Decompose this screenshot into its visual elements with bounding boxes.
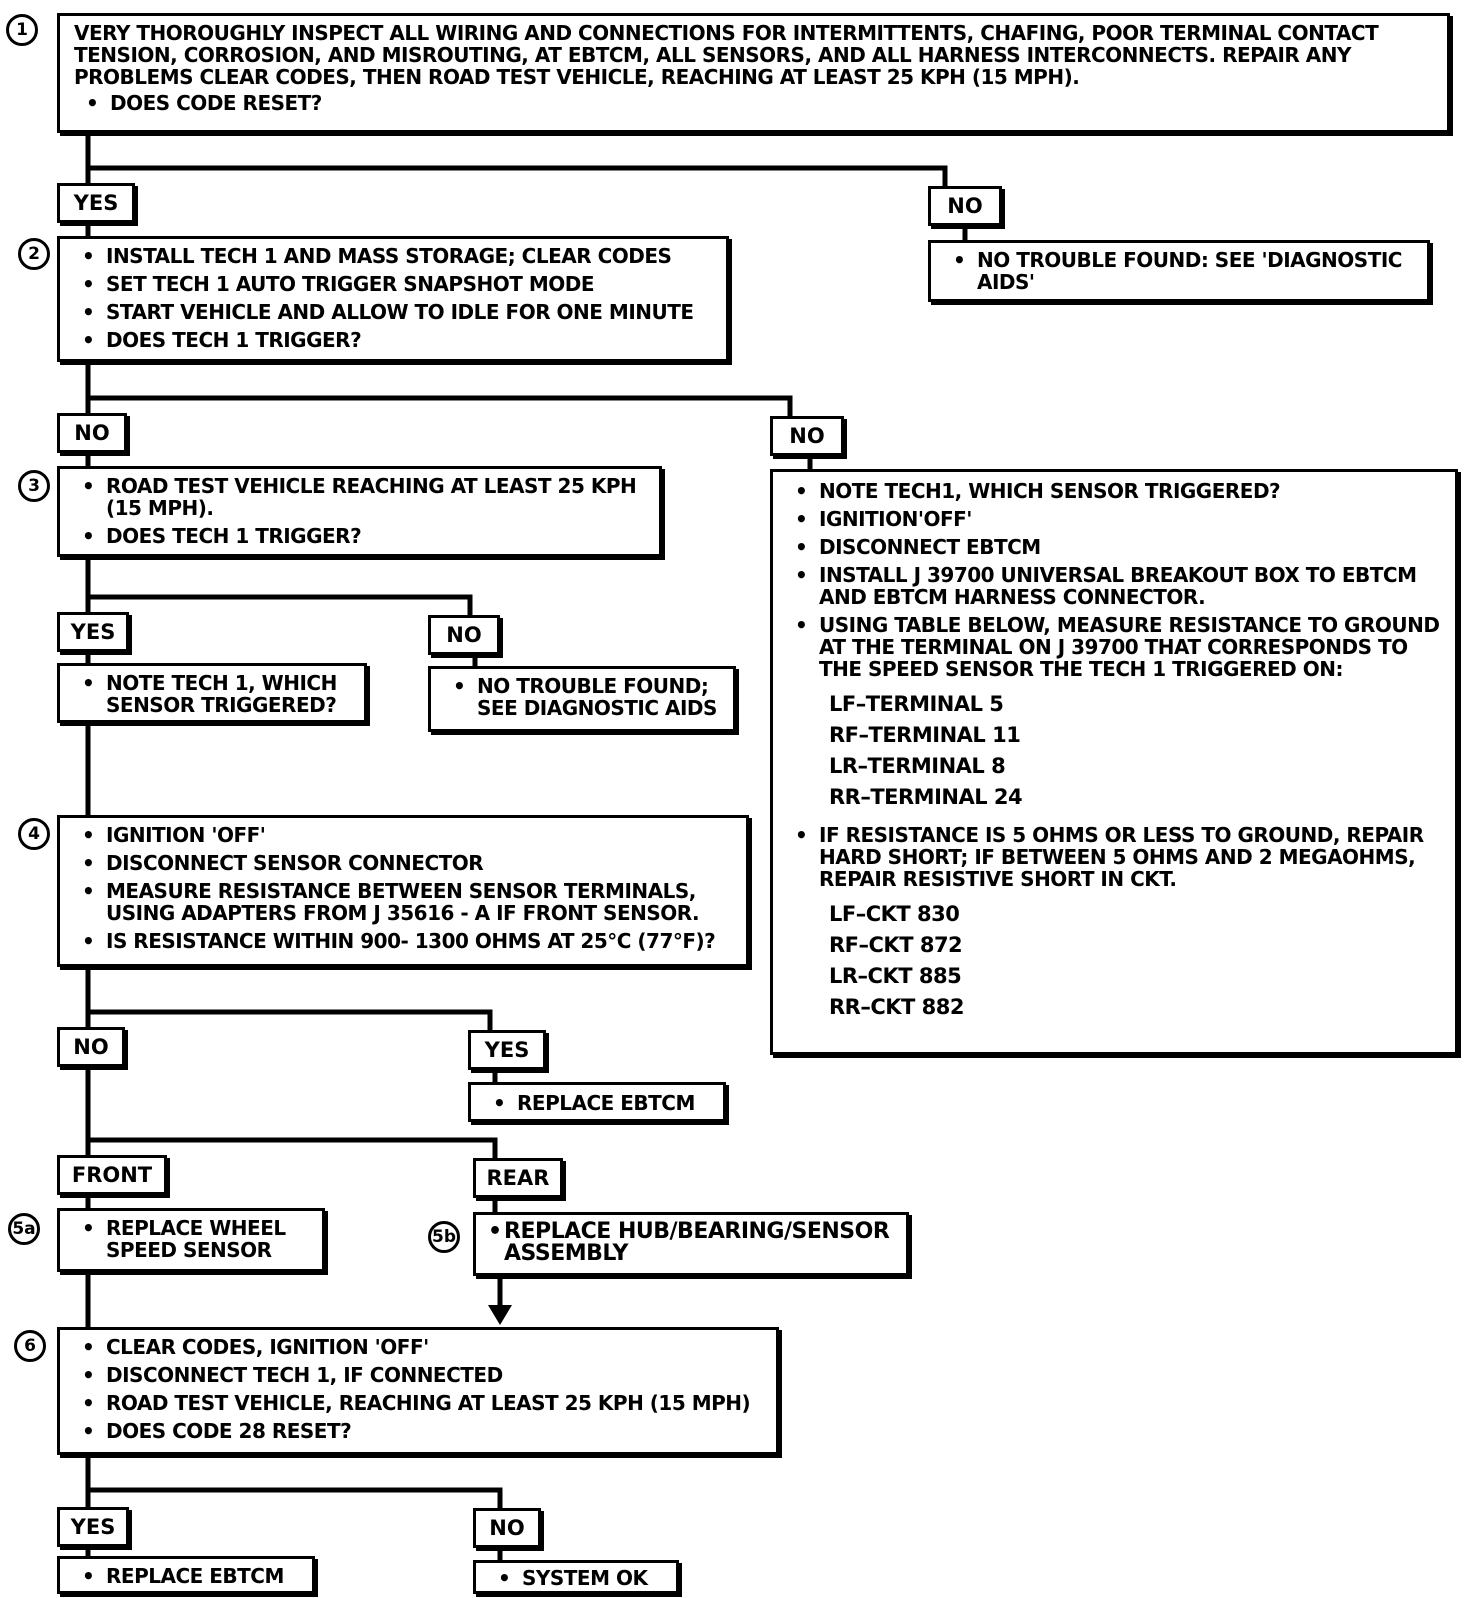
label-rear: REAR [473, 1158, 563, 1198]
label-s2-no-right: NO [770, 416, 844, 456]
label-s1-yes: YES [57, 183, 135, 223]
step-2-item: SET TECH 1 AUTO TRIGGER SNAPSHOT MODE [70, 273, 716, 295]
arrow-head [488, 1305, 512, 1325]
step-number-5a: 5a [8, 1213, 40, 1245]
step-5a-text: REPLACE WHEEL SPEED SENSOR [70, 1217, 312, 1261]
step-4-item: MEASURE RESISTANCE BETWEEN SENSOR TERMIN… [70, 880, 736, 924]
result-system-ok-text: SYSTEM OK [486, 1567, 666, 1589]
circuit-entry: RF–CKT 872 [829, 933, 963, 957]
circuit-entry: LR–CKT 885 [829, 964, 962, 988]
label-s6-no: NO [473, 1508, 541, 1548]
step-number-1: 1 [6, 14, 38, 46]
step-4-item: IGNITION 'OFF' [70, 824, 736, 846]
bigbox-item: DISCONNECT EBTCM [783, 536, 1445, 558]
step-number-3: 3 [18, 470, 50, 502]
label-s4-no: NO [57, 1027, 125, 1067]
bigbox-short-item: IF RESISTANCE IS 5 OHMS OR LESS TO GROUN… [783, 824, 1445, 890]
result-no-trouble-2: NO TROUBLE FOUND; SEE DIAGNOSTIC AIDS [428, 666, 736, 732]
label-s6-yes: YES [57, 1507, 129, 1547]
label-s4-yes: YES [468, 1030, 546, 1070]
label-s2-no-left: NO [57, 413, 127, 453]
result-no-trouble-2-text: NO TROUBLE FOUND; SEE DIAGNOSTIC AIDS [441, 675, 723, 719]
circuit-entry: LF–CKT 830 [829, 902, 960, 926]
step-2-item: START VEHICLE AND ALLOW TO IDLE FOR ONE … [70, 301, 716, 323]
label-s3-yes: YES [57, 612, 129, 652]
terminal-entry: LR–TERMINAL 8 [829, 754, 1006, 778]
step-3-item: ROAD TEST VEHICLE REACHING AT LEAST 25 K… [70, 475, 649, 519]
step-6-item: CLEAR CODES, IGNITION 'OFF' [70, 1336, 766, 1358]
step-2-item: INSTALL TECH 1 AND MASS STORAGE; CLEAR C… [70, 245, 716, 267]
step-1-question: DOES CODE RESET? [74, 92, 1437, 114]
result-no-trouble-1: NO TROUBLE FOUND: SEE 'DIAGNOSTIC AIDS' [928, 240, 1430, 302]
step-number-4: 4 [18, 818, 50, 850]
step-1-box: VERY THOROUGHLY INSPECT ALL WIRING AND C… [57, 13, 1450, 133]
line-s3-no [85, 594, 473, 618]
step-5b-text: REPLACE HUB/BEARING/SENSOR ASSEMBLY [476, 1221, 896, 1265]
label-s3-no: NO [428, 615, 500, 655]
line-front-rear [85, 1137, 498, 1161]
terminal-table: LF–TERMINAL 5 RF–TERMINAL 11 LR–TERMINAL… [783, 690, 1445, 812]
result-note-tech1: NOTE TECH 1, WHICH SENSOR TRIGGERED? [57, 663, 367, 723]
step-6-item: ROAD TEST VEHICLE, REACHING AT LEAST 25 … [70, 1392, 766, 1414]
bigbox-item: USING TABLE BELOW, MEASURE RESISTANCE TO… [783, 614, 1445, 680]
line-s4-yes [85, 1009, 493, 1033]
step-number-2: 2 [18, 238, 50, 270]
ebtcm-inspection-box: NOTE TECH1, WHICH SENSOR TRIGGERED? IGNI… [770, 469, 1458, 1055]
circuit-table: LF–CKT 830 RF–CKT 872 LR–CKT 885 RR–CKT … [783, 900, 1445, 1022]
bigbox-item: NOTE TECH1, WHICH SENSOR TRIGGERED? [783, 480, 1445, 502]
circuit-entry: RR–CKT 882 [829, 995, 965, 1019]
step-6-box: CLEAR CODES, IGNITION 'OFF' DISCONNECT T… [57, 1327, 779, 1455]
result-system-ok: SYSTEM OK [473, 1560, 679, 1594]
result-no-trouble-1-text: NO TROUBLE FOUND: SEE 'DIAGNOSTIC AIDS' [941, 249, 1417, 293]
step-number-6: 6 [14, 1330, 46, 1362]
terminal-entry: LF–TERMINAL 5 [829, 692, 1004, 716]
line-s2-no-right [85, 395, 793, 419]
step-2-item: DOES TECH 1 TRIGGER? [70, 329, 716, 351]
step-6-item: DISCONNECT TECH 1, IF CONNECTED [70, 1364, 766, 1386]
result-note-tech1-text: NOTE TECH 1, WHICH SENSOR TRIGGERED? [70, 672, 354, 716]
line-s1-no [85, 165, 948, 189]
step-3-item: DOES TECH 1 TRIGGER? [70, 525, 649, 547]
label-s1-no: NO [928, 186, 1002, 226]
bigbox-item: IGNITION'OFF' [783, 508, 1445, 530]
step-5b-box: REPLACE HUB/BEARING/SENSOR ASSEMBLY [473, 1212, 909, 1276]
step-6-item: DOES CODE 28 RESET? [70, 1420, 766, 1442]
terminal-entry: RF–TERMINAL 11 [829, 723, 1021, 747]
bigbox-item: INSTALL J 39700 UNIVERSAL BREAKOUT BOX T… [783, 564, 1445, 608]
step-4-item: IS RESISTANCE WITHIN 900- 1300 OHMS AT 2… [70, 930, 736, 952]
terminal-entry: RR–TERMINAL 24 [829, 785, 1023, 809]
step-number-5b: 5b [428, 1221, 460, 1253]
step-4-item: DISCONNECT SENSOR CONNECTOR [70, 852, 736, 874]
result-replace-ebtcm-1-text: REPLACE EBTCM [481, 1092, 713, 1114]
step-3-box: ROAD TEST VEHICLE REACHING AT LEAST 25 K… [57, 466, 662, 557]
result-replace-ebtcm-2-text: REPLACE EBTCM [70, 1565, 302, 1587]
step-1-text: VERY THOROUGHLY INSPECT ALL WIRING AND C… [74, 21, 1379, 89]
line-s6-no [85, 1487, 503, 1511]
step-2-box: INSTALL TECH 1 AND MASS STORAGE; CLEAR C… [57, 236, 729, 362]
result-replace-ebtcm-1: REPLACE EBTCM [468, 1082, 726, 1122]
step-4-box: IGNITION 'OFF' DISCONNECT SENSOR CONNECT… [57, 815, 749, 967]
label-front: FRONT [57, 1155, 167, 1195]
step-5a-box: REPLACE WHEEL SPEED SENSOR [57, 1208, 325, 1272]
result-replace-ebtcm-2: REPLACE EBTCM [57, 1556, 315, 1594]
